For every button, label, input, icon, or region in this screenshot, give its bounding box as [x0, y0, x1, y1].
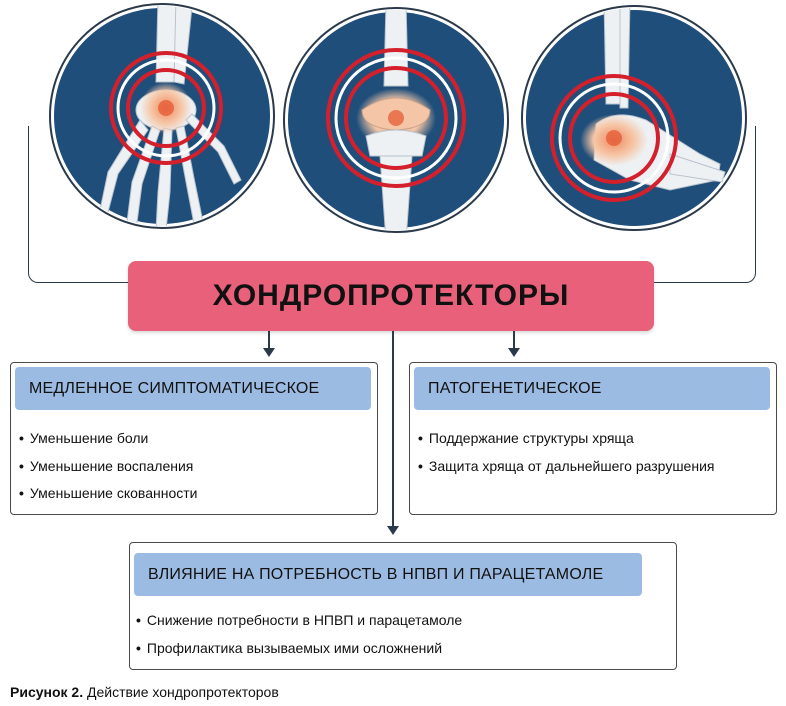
arrow-center-head [387, 526, 399, 535]
panel-heading: ПАТОГЕНЕТИЧЕСКОЕ [414, 367, 770, 410]
pathogenetic-list: Поддержание структуры хряща Защита хряща… [418, 425, 715, 481]
caption-label: Рисунок 2. [10, 684, 84, 700]
nsaid-list: Снижение потребности в НПВП и парацетамо… [136, 607, 462, 662]
arrow-center-line [392, 331, 394, 529]
list-item: Уменьшение воспаления [19, 453, 197, 481]
arrow-right-head [508, 348, 520, 357]
knee-joint-icon [283, 7, 509, 233]
panel-symptomatic: МЕДЛЕННОЕ СИМПТОМАТИЧЕСКОЕ Уменьшение бо… [10, 362, 378, 515]
caption-text: Действие хондропротекторов [83, 684, 279, 700]
arrow-right-line [513, 331, 515, 351]
list-item: Профилактика вызываемых ими осложнений [136, 635, 462, 663]
list-item: Защита хряща от дальнейшего разрушения [418, 453, 715, 481]
list-item: Поддержание структуры хряща [418, 425, 714, 453]
ankle-joint-icon [521, 5, 747, 231]
panel-pathogenetic: ПАТОГЕНЕТИЧЕСКОЕ Поддержание структуры х… [409, 362, 777, 515]
symptomatic-list: Уменьшение боли Уменьшение воспаления Ум… [19, 425, 198, 508]
panel-heading: ВЛИЯНИЕ НА ПОТРЕБНОСТЬ В НПВП И ПАРАЦЕТА… [134, 553, 642, 596]
panel-heading: МЕДЛЕННОЕ СИМПТОМАТИЧЕСКОЕ [15, 367, 371, 410]
main-title: ХОНДРОПРОТЕКТОРЫ [128, 261, 654, 331]
panel-nsaid-need: ВЛИЯНИЕ НА ПОТРЕБНОСТЬ В НПВП И ПАРАЦЕТА… [129, 542, 677, 670]
arrow-left-head [263, 348, 275, 357]
arrow-left-line [268, 331, 270, 351]
wrist-joint-icon [49, 3, 275, 229]
list-item: Снижение потребности в НПВП и парацетамо… [136, 607, 462, 635]
list-item: Уменьшение боли [19, 425, 197, 453]
list-item: Уменьшение скованности [19, 480, 198, 508]
figure-caption: Рисунок 2. Действие хондропротекторов [10, 684, 279, 700]
